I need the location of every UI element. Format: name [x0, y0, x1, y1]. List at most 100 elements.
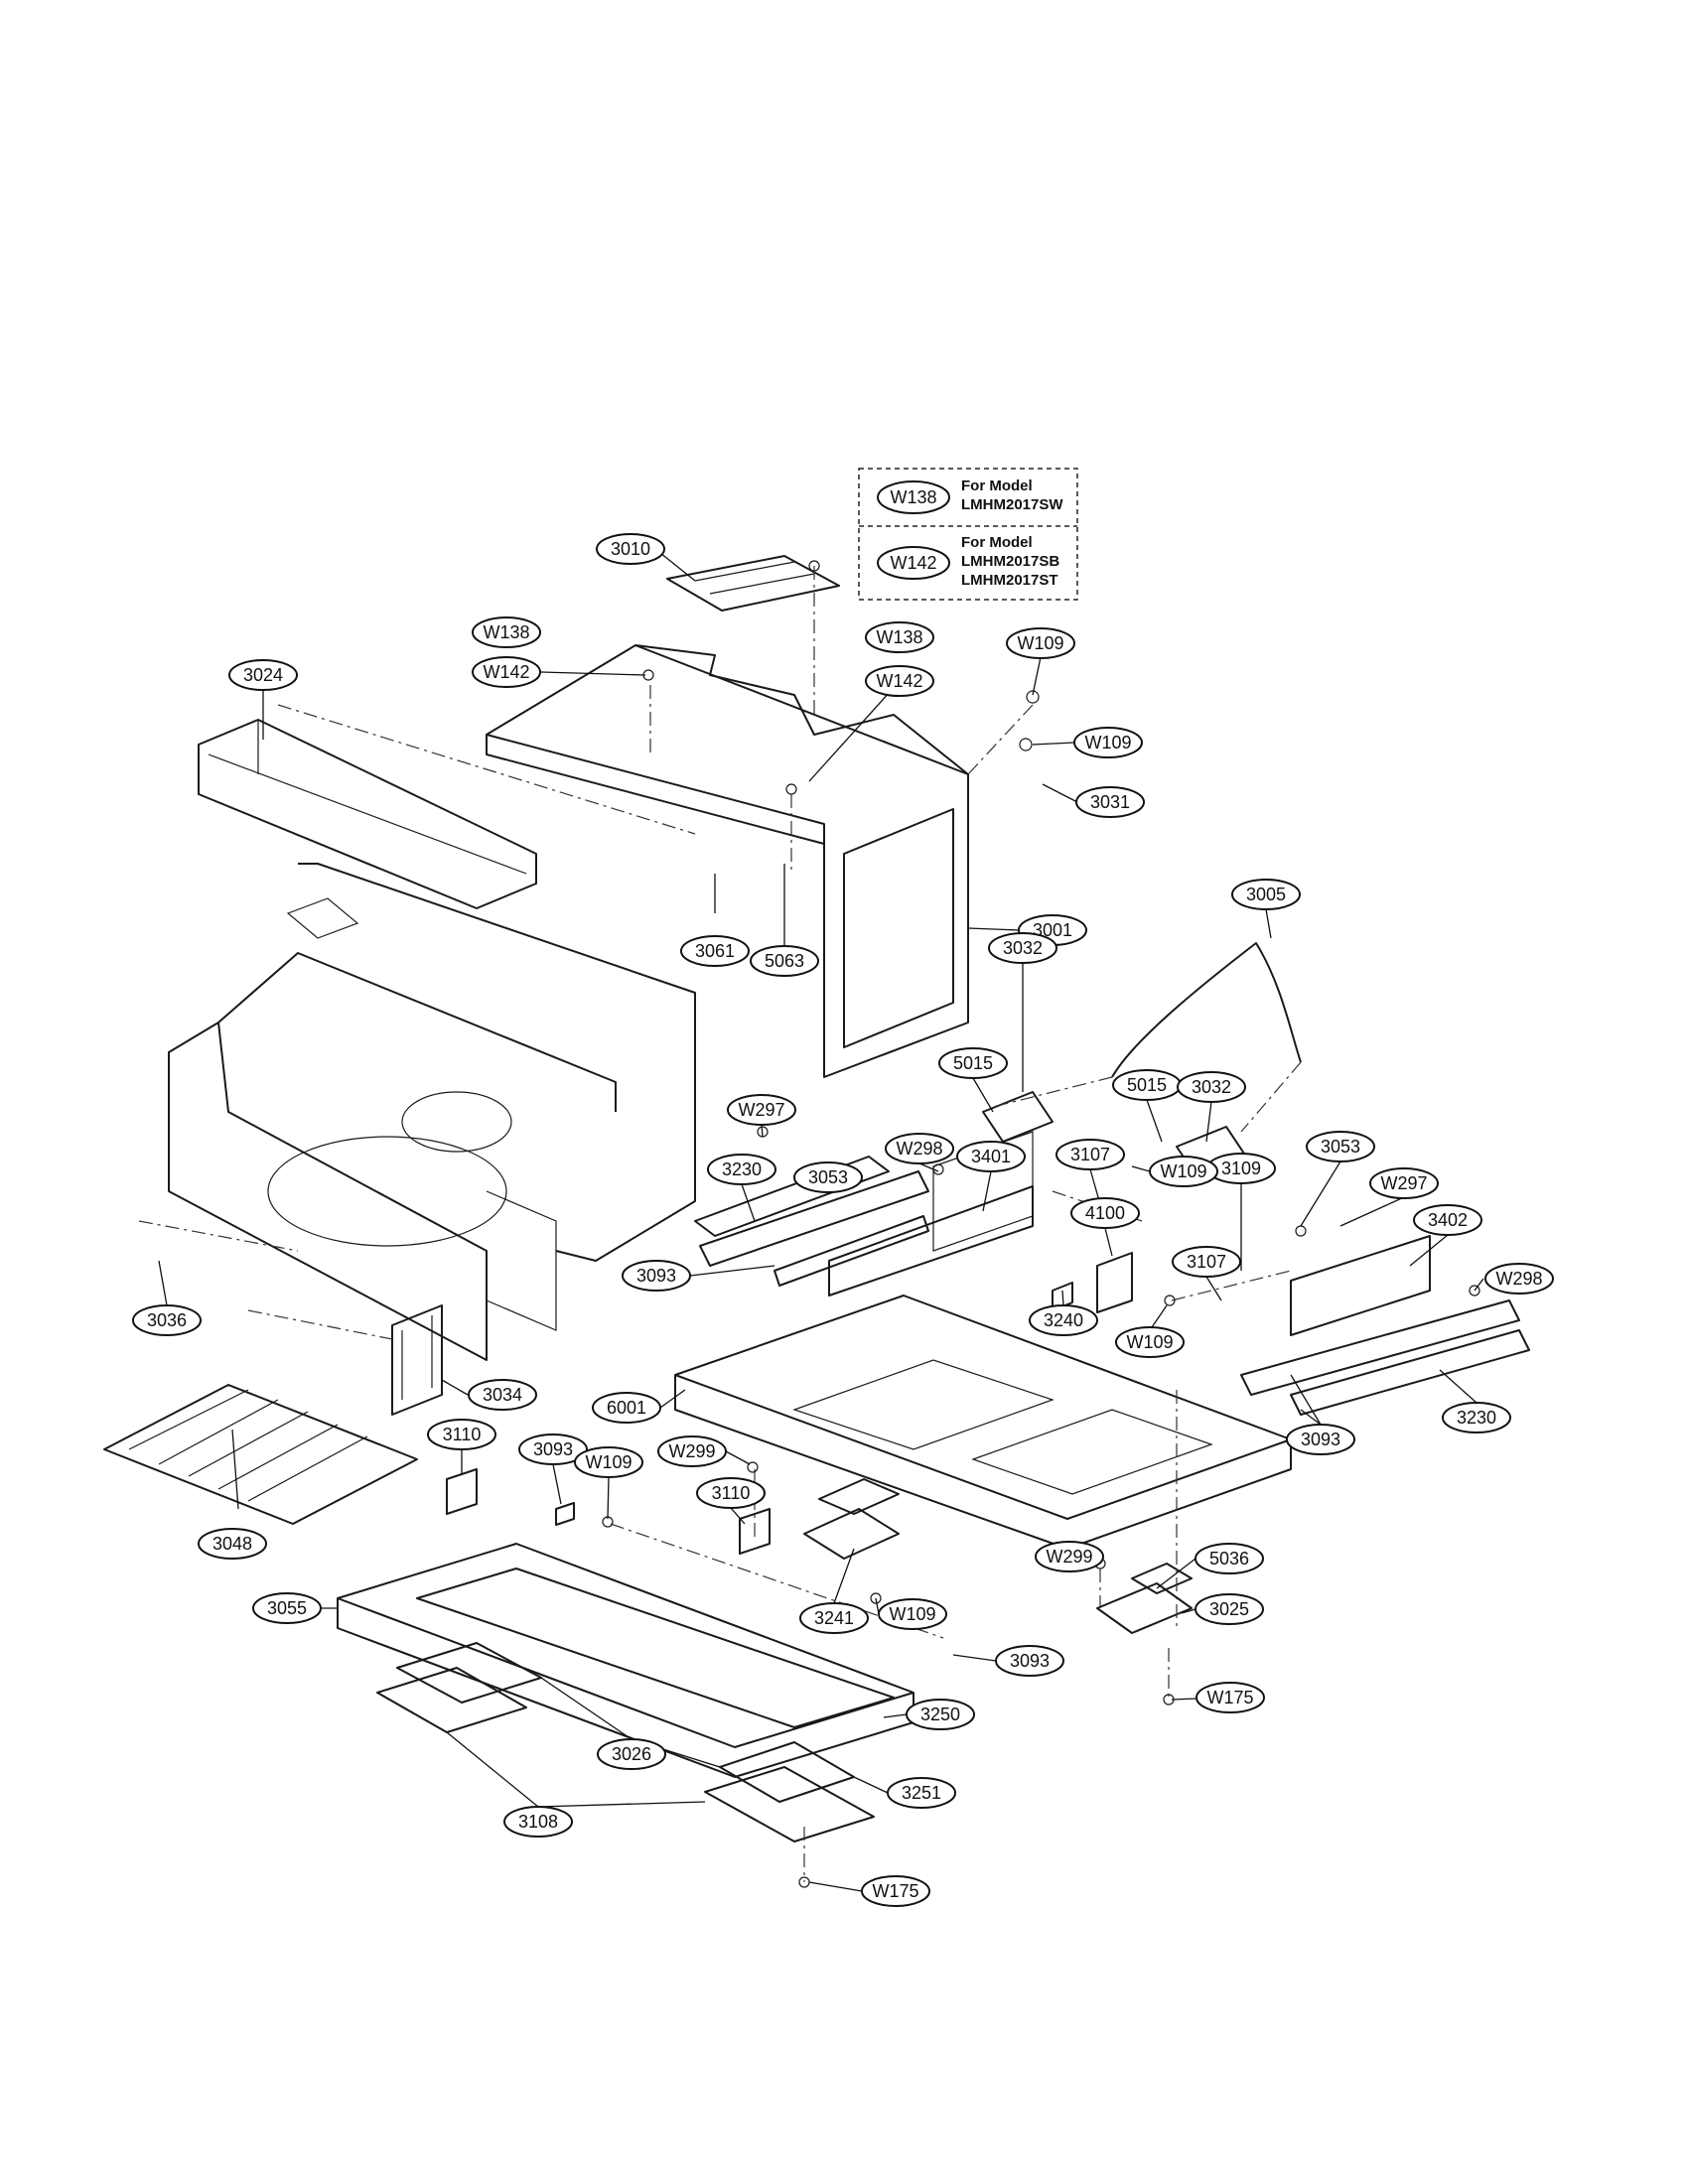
svg-text:3034: 3034 [483, 1385, 522, 1405]
svg-text:W298: W298 [1495, 1269, 1542, 1289]
svg-text:W138: W138 [890, 487, 936, 507]
svg-text:3401: 3401 [971, 1147, 1011, 1166]
callout-3061: 3061 [680, 935, 750, 967]
svg-text:3402: 3402 [1428, 1210, 1468, 1230]
callout-3250: 3250 [906, 1699, 975, 1730]
callout-w142: W142 [865, 665, 934, 697]
svg-text:W142: W142 [483, 662, 529, 682]
svg-text:5063: 5063 [765, 951, 804, 971]
svg-text:3093: 3093 [533, 1439, 573, 1459]
callout-3024: 3024 [228, 659, 298, 691]
svg-text:3109: 3109 [1221, 1159, 1261, 1178]
svg-text:W299: W299 [668, 1441, 715, 1461]
callout-3032: 3032 [988, 932, 1057, 964]
callout-3110: 3110 [427, 1419, 496, 1450]
svg-text:3110: 3110 [443, 1425, 482, 1444]
callout-3010: 3010 [596, 533, 665, 565]
callout-w175: W175 [861, 1875, 930, 1907]
legend-w142-line3: LMHM2017ST [961, 572, 1058, 589]
callouts: 3010 3024 W138 W142 W138 W142 W109 W109 … [132, 533, 1554, 1907]
callout-3241: 3241 [799, 1602, 869, 1634]
svg-text:W109: W109 [1017, 633, 1063, 653]
callout-w175: W175 [1196, 1682, 1265, 1713]
svg-text:3240: 3240 [1044, 1310, 1083, 1330]
svg-text:3230: 3230 [722, 1160, 762, 1179]
svg-text:W138: W138 [483, 622, 529, 642]
svg-text:5015: 5015 [953, 1053, 993, 1073]
svg-text:3036: 3036 [147, 1310, 187, 1330]
callout-w298: W298 [885, 1133, 954, 1164]
callout-3036: 3036 [132, 1304, 202, 1336]
svg-text:W297: W297 [1380, 1173, 1427, 1193]
callout-3025: 3025 [1195, 1593, 1264, 1625]
svg-text:W109: W109 [1084, 733, 1131, 752]
callout-w138: W138 [865, 621, 934, 653]
svg-text:W109: W109 [1126, 1332, 1173, 1352]
callout-w109: W109 [1006, 627, 1075, 659]
legend-callout-w142: W142 [877, 546, 950, 580]
svg-text:3048: 3048 [212, 1534, 252, 1554]
svg-text:4100: 4100 [1085, 1203, 1125, 1223]
svg-text:W175: W175 [1206, 1688, 1253, 1707]
callout-w138: W138 [472, 616, 541, 648]
legend-callout-w138: W138 [877, 480, 950, 514]
svg-text:3250: 3250 [920, 1705, 960, 1724]
svg-text:3053: 3053 [808, 1167, 848, 1187]
svg-text:3230: 3230 [1457, 1408, 1496, 1428]
part-drawings [103, 555, 1530, 1888]
callout-3034: 3034 [468, 1379, 537, 1411]
svg-text:3061: 3061 [695, 941, 735, 961]
svg-text:W109: W109 [889, 1604, 935, 1624]
legend-w142-line2: LMHM2017SB [961, 553, 1059, 570]
callout-w298: W298 [1484, 1263, 1554, 1295]
callout-w109: W109 [1115, 1326, 1185, 1358]
svg-text:3241: 3241 [814, 1608, 854, 1628]
svg-text:5036: 5036 [1209, 1549, 1249, 1569]
callout-w109: W109 [1149, 1156, 1218, 1187]
legend-w142-line1: For Model [961, 534, 1033, 551]
svg-text:W109: W109 [585, 1452, 632, 1472]
svg-text:W138: W138 [876, 627, 922, 647]
legend-w138-line1: For Model [961, 478, 1033, 494]
callout-3230: 3230 [707, 1154, 776, 1185]
callout-5063: 5063 [750, 945, 819, 977]
svg-text:3110: 3110 [712, 1483, 751, 1503]
callout-w109: W109 [878, 1598, 947, 1630]
callout-3402: 3402 [1413, 1204, 1482, 1236]
svg-text:3025: 3025 [1209, 1599, 1249, 1619]
callout-w109: W109 [1073, 727, 1143, 758]
callout-3107: 3107 [1055, 1139, 1125, 1170]
callout-3093: 3093 [1286, 1424, 1355, 1455]
callout-3240: 3240 [1029, 1304, 1098, 1336]
callout-5036: 5036 [1195, 1543, 1264, 1574]
svg-text:W142: W142 [890, 553, 936, 573]
svg-text:W297: W297 [738, 1100, 784, 1120]
svg-text:3024: 3024 [243, 665, 283, 685]
callout-3107: 3107 [1172, 1246, 1241, 1278]
callout-3251: 3251 [887, 1777, 956, 1809]
svg-text:3093: 3093 [1301, 1430, 1340, 1449]
svg-text:3251: 3251 [902, 1783, 941, 1803]
callout-3031: 3031 [1075, 786, 1145, 818]
callout-3401: 3401 [956, 1141, 1026, 1172]
svg-text:3107: 3107 [1187, 1252, 1226, 1272]
callout-w299: W299 [657, 1435, 727, 1467]
svg-text:3010: 3010 [611, 539, 650, 559]
svg-text:3055: 3055 [267, 1598, 307, 1618]
callout-3108: 3108 [503, 1806, 573, 1838]
callout-w297: W297 [1369, 1167, 1439, 1199]
callout-4100: 4100 [1070, 1197, 1140, 1229]
callout-3053: 3053 [793, 1161, 863, 1193]
callout-w142: W142 [472, 656, 541, 688]
legend-w138-line2: LMHM2017SW [961, 496, 1063, 513]
callout-w297: W297 [727, 1094, 796, 1126]
callout-3005: 3005 [1231, 879, 1301, 910]
svg-text:W298: W298 [896, 1139, 942, 1159]
svg-text:6001: 6001 [607, 1398, 646, 1418]
model-legend: W138 For Model LMHM2017SW W142 For Model… [858, 468, 1078, 601]
svg-text:3032: 3032 [1003, 938, 1043, 958]
callout-3032: 3032 [1177, 1071, 1246, 1103]
callout-3026: 3026 [597, 1738, 666, 1770]
svg-text:3026: 3026 [612, 1744, 651, 1764]
